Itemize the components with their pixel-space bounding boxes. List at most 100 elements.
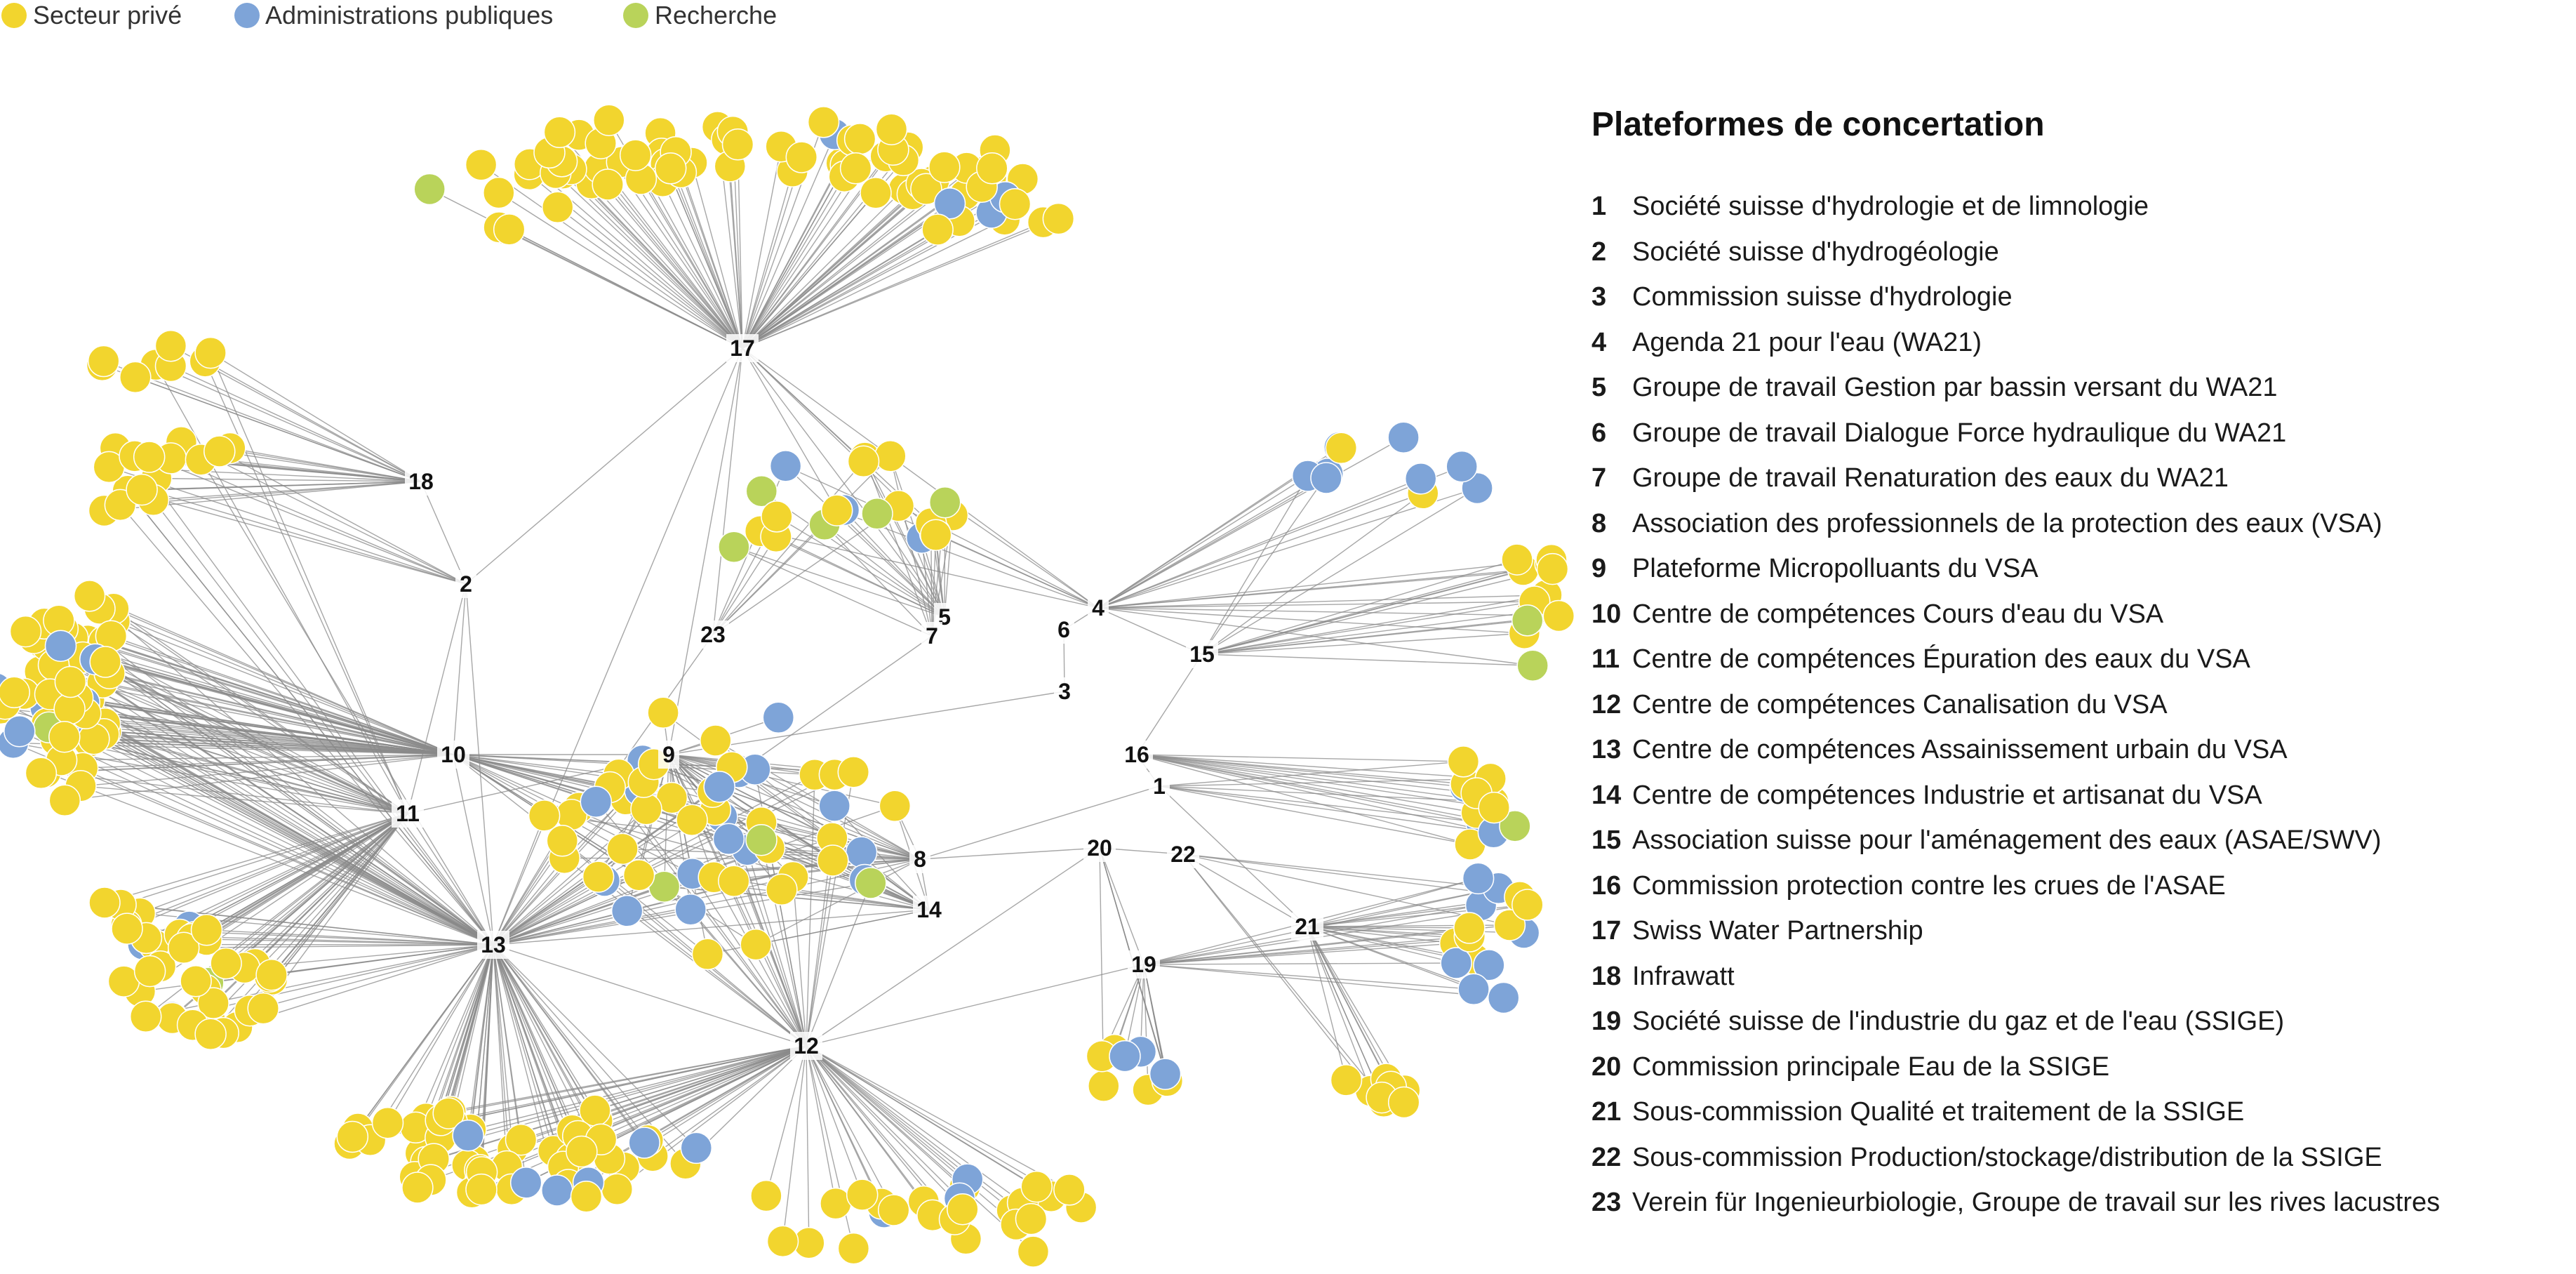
- platform-number: 11: [1591, 644, 1620, 674]
- node-secteur-prive: [167, 931, 200, 964]
- network-edge: [250, 944, 494, 1011]
- network-edge: [1136, 754, 1464, 762]
- network-edge: [1307, 926, 1372, 1091]
- network-edge: [670, 168, 743, 349]
- node-secteur-prive: [247, 992, 279, 1025]
- platform-name: Agenda 21 pour l'eau (WA21): [1632, 327, 1982, 357]
- network-edge: [210, 352, 422, 482]
- network-edge: [1136, 754, 1494, 833]
- node-secteur-prive: [133, 441, 166, 473]
- hub-edge: [919, 785, 1160, 860]
- platform-number: 22: [1591, 1142, 1622, 1172]
- hub-edge: [1097, 607, 1203, 655]
- network-edge: [806, 1045, 963, 1210]
- hub-label-14: 14: [916, 897, 942, 922]
- network-edge: [742, 347, 864, 462]
- network-edge: [555, 172, 743, 349]
- network-edge: [82, 754, 454, 769]
- hub-edge: [465, 347, 743, 585]
- network-edge: [945, 502, 1099, 609]
- hub-label-10: 10: [441, 742, 466, 767]
- node-secteur-prive: [48, 784, 81, 817]
- node-secteur-prive: [619, 139, 652, 171]
- node-secteur-prive: [528, 799, 561, 832]
- hub-label-1: 1: [1153, 774, 1166, 799]
- network-edge: [1182, 854, 1372, 1091]
- network-edge: [181, 442, 467, 585]
- network-edge: [806, 1045, 863, 1195]
- legend-item-recherche: Recherche: [623, 1, 777, 29]
- network-edge: [493, 944, 514, 1149]
- network-edge: [1097, 478, 1421, 609]
- node-administration: [762, 701, 795, 734]
- network-edge: [742, 171, 793, 349]
- platform-name: Groupe de travail Dialogue Force hydraul…: [1632, 418, 2287, 448]
- node-secteur-prive: [761, 500, 793, 533]
- node-recherche: [413, 173, 446, 206]
- hub-edge: [1182, 854, 1308, 927]
- platform-name: Groupe de travail Renaturation des eaux …: [1632, 463, 2229, 493]
- platforms-title: Plateformes de concertation: [1591, 106, 2045, 143]
- node-secteur-prive: [465, 1173, 498, 1206]
- network-edge: [806, 1045, 960, 1199]
- network-edge: [440, 1045, 807, 1139]
- node-secteur-prive: [190, 914, 223, 946]
- network-edge: [104, 813, 408, 903]
- hub-edge: [742, 347, 1099, 609]
- hub-label-background: [1291, 913, 1323, 941]
- network-edge: [1201, 559, 1518, 655]
- platform-name: Sous-commission Production/stockage/dist…: [1632, 1142, 2382, 1172]
- node-secteur-prive: [154, 329, 187, 362]
- network-edge: [61, 754, 454, 761]
- node-secteur-prive: [843, 123, 876, 155]
- hub-label-background: [1167, 840, 1199, 868]
- node-secteur-prive: [928, 151, 961, 183]
- network-edge: [134, 456, 494, 945]
- network-edge: [1136, 754, 1491, 780]
- node-administration: [933, 187, 966, 220]
- node-administration: [44, 630, 77, 662]
- network-edge: [50, 694, 494, 945]
- network-edge: [271, 813, 408, 976]
- legend-label-recherche: Recherche: [655, 1, 777, 29]
- network-edge: [806, 1045, 1070, 1190]
- network-edge: [742, 150, 996, 349]
- platform-number: 10: [1591, 599, 1622, 629]
- hub-label-18: 18: [408, 469, 434, 494]
- hub-label-12: 12: [794, 1033, 819, 1059]
- platform-number: 19: [1591, 1007, 1622, 1036]
- node-secteur-prive: [847, 445, 880, 478]
- node-secteur-prive: [0, 676, 30, 709]
- platform-name: Plateforme Micropolluants du VSA: [1632, 554, 2038, 583]
- legend-swatch-prive: [1, 3, 27, 28]
- network-edge: [806, 1045, 933, 1216]
- network-edge: [81, 718, 454, 755]
- network-edge: [742, 176, 845, 349]
- platform-name: Infrawatt: [1632, 961, 1735, 991]
- network-edge: [493, 944, 596, 1111]
- network-edge: [467, 1045, 807, 1136]
- network-edge: [103, 360, 422, 482]
- platform-name: Swiss Water Partnership: [1632, 916, 1923, 945]
- network-edge: [155, 364, 422, 482]
- node-secteur-prive: [483, 176, 515, 209]
- node-secteur-prive: [877, 1194, 910, 1226]
- node-administration: [1109, 1040, 1141, 1073]
- network-edge: [712, 536, 777, 635]
- node-secteur-prive: [921, 213, 954, 246]
- network-edge: [806, 1045, 1037, 1188]
- network-edge: [1143, 927, 1469, 965]
- node-secteur-prive: [647, 696, 679, 729]
- network-edge: [493, 857, 565, 945]
- hub-label-background: [790, 1032, 822, 1060]
- legend: Secteur privé Administrations publiques …: [1, 1, 777, 29]
- legend-label-admin: Administrations publiques: [265, 1, 553, 29]
- node-secteur-prive: [111, 913, 143, 945]
- hub-label-background: [1149, 772, 1170, 800]
- network-edge: [104, 902, 494, 945]
